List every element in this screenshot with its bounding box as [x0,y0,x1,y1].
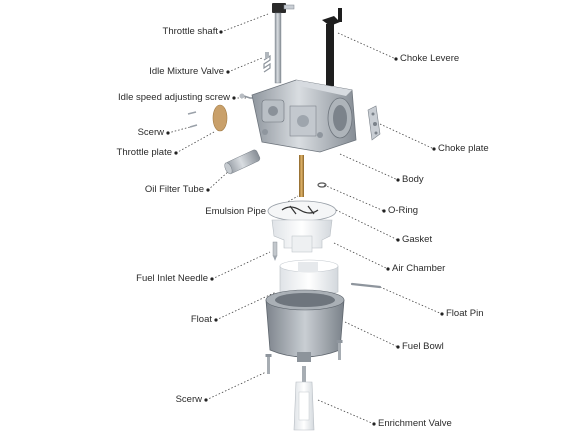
label-throttle-shaft: Throttle shaft [162,26,218,37]
leader-oil-filter-tube [207,169,231,191]
label-body: Body [402,174,424,185]
leader-fuel-bowl [344,321,399,348]
gasket-part [267,200,337,222]
label-choke-plate: Choke plate [438,143,489,154]
oil-filter-tube-part [224,149,261,175]
label-scerw-top: Scerw [137,127,164,138]
leader-choke-levere [337,32,397,60]
fuel-bowl-part [265,289,345,362]
leader-throttle-shaft [220,13,269,33]
leader-throttle-plate [175,131,215,154]
label-emulsion-pipe: Emulsion Pipe [205,206,266,217]
small-screws-top [187,111,198,128]
carburetor-body-part [251,79,357,153]
o-ring-part [317,182,327,188]
float-part [279,259,339,297]
leader-float [215,291,277,321]
label-fuel-inlet-needle: Fuel Inlet Needle [136,273,208,284]
label-idle-mixture-valve: Idle Mixture Valve [149,66,224,77]
air-chamber-part [271,219,333,253]
choke-plate-part [367,105,381,141]
enrichment-valve-part [293,366,315,431]
leader-body [339,153,399,181]
float-pin-part [350,282,382,289]
leader-air-chamber [333,242,389,270]
label-oil-filter-tube: Oil Filter Tube [144,184,204,195]
leader-idle-mixture-valve [227,57,263,73]
label-float: Float [190,314,212,325]
leader-lines [167,13,443,425]
label-scerw-bottom: Scerw [175,394,202,405]
label-idle-speed-screw: Idle speed adjusting screw [118,92,230,103]
label-air-chamber: Air Chamber [392,263,446,274]
label-throttle-plate: Throttle plate [116,147,172,158]
label-choke-levere: Choke Levere [400,53,460,64]
leader-choke-plate [379,123,435,150]
label-gasket: Gasket [402,234,433,245]
leader-o-ring [323,184,385,212]
throttle-plate-part [212,104,228,132]
throttle-shaft-part [272,3,295,84]
label-fuel-bowl: Fuel Bowl [402,341,444,352]
leader-fuel-inlet-needle [211,251,271,280]
leader-gasket [335,209,399,241]
label-o-ring: O-Ring [388,205,419,216]
leader-dots [166,30,444,426]
leader-scerw-top [167,126,191,134]
fuel-inlet-needle-part [272,241,278,261]
small-screws-bottom [265,340,343,374]
leader-scerw-bottom [205,371,267,401]
label-enrichment-valve: Enrichment Valve [378,418,452,429]
label-float-pin: Float Pin [446,308,484,319]
leader-enrichment-valve [317,399,375,425]
emulsion-pipe-part [299,155,304,197]
idle-mixture-valve-part [263,52,271,73]
leader-float-pin [379,286,443,315]
choke-lever-part [322,8,342,86]
